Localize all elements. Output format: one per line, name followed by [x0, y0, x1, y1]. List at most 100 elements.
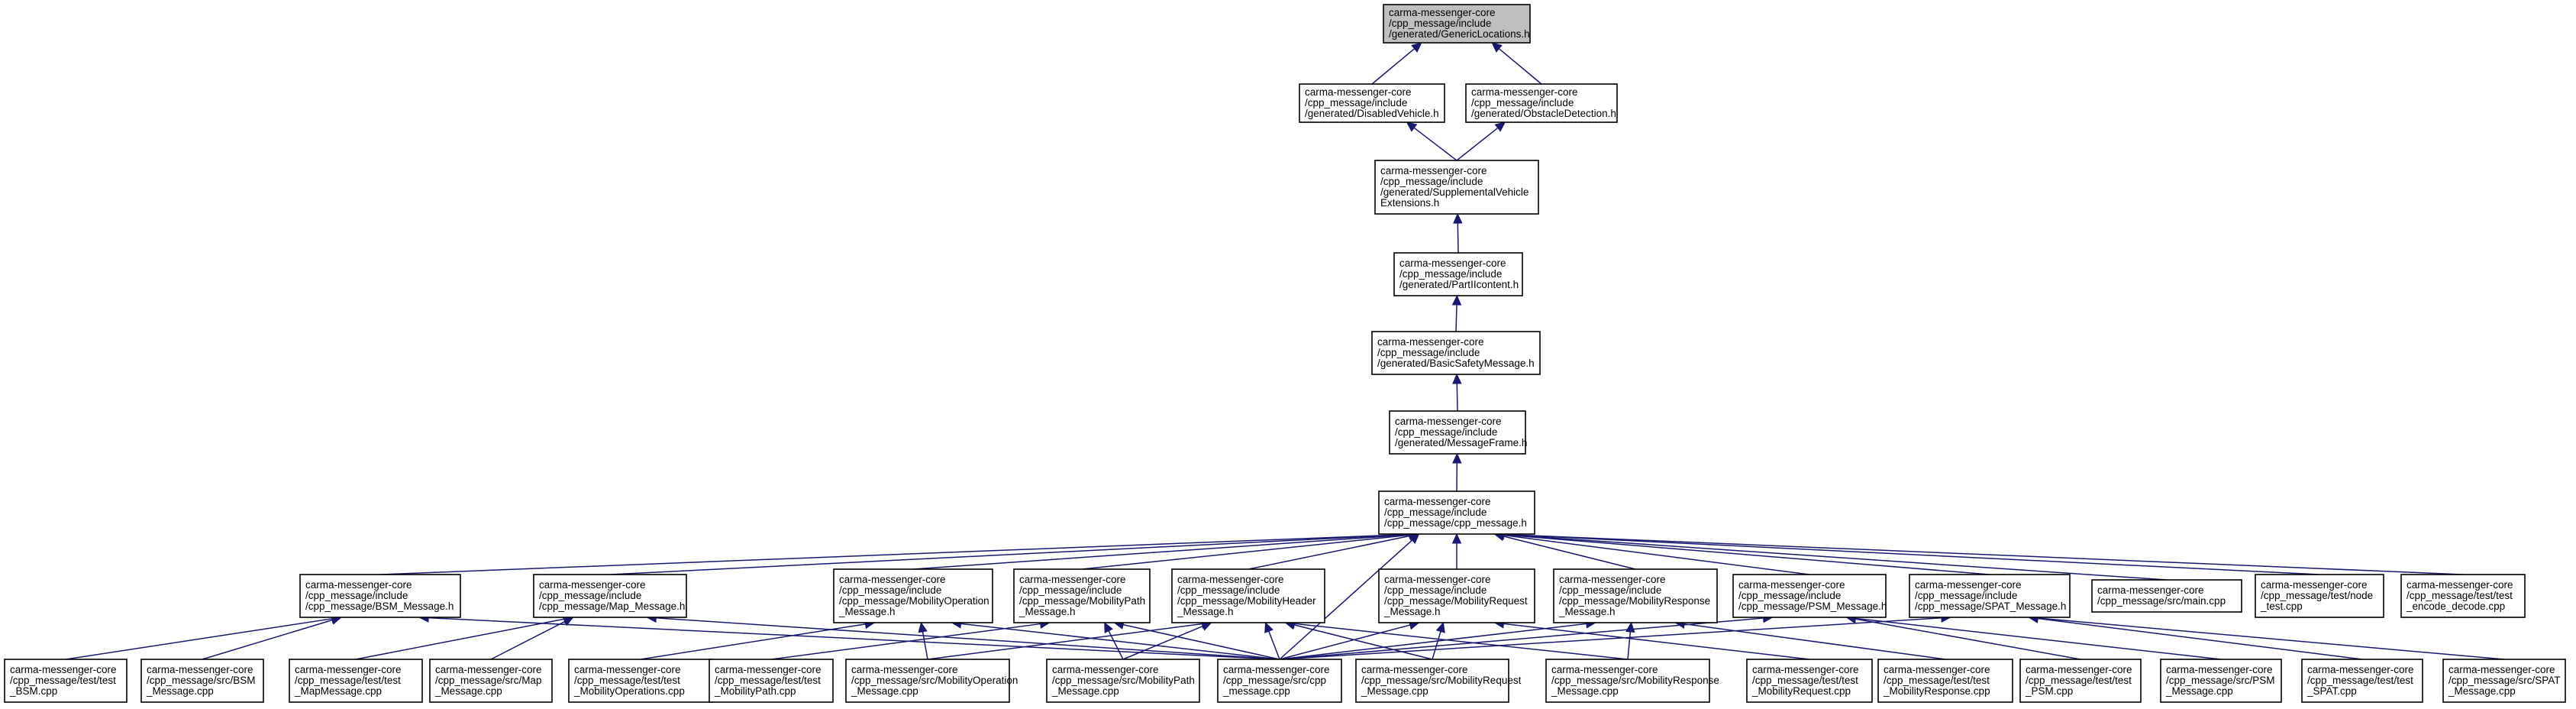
edge-line	[2037, 617, 2363, 660]
node-smop[interactable]: carma-messenger-core/cpp_message/src/Mob…	[845, 659, 1018, 703]
edge-line	[1855, 617, 2222, 660]
node-label-line: carma-messenger-core	[1551, 664, 1658, 675]
node-label-line: /cpp_message/test/test	[1752, 675, 1858, 686]
node-sve[interactable]: carma-messenger-core/cpp_message/include…	[1374, 160, 1539, 215]
edge-line	[1498, 48, 1542, 85]
edge-line	[1279, 617, 1942, 660]
node-dv[interactable]: carma-messenger-core/cpp_message/include…	[1299, 83, 1445, 123]
node-label-line: /cpp_message/cpp_message.h	[1384, 517, 1527, 529]
node-box	[2019, 659, 2142, 703]
node-mresh[interactable]: carma-messenger-core/cpp_message/include…	[1553, 568, 1718, 623]
node-label-line: /generated/BasicSafetyMessage.h	[1377, 358, 1535, 369]
edge-mreqh-to-cpp	[1451, 533, 1462, 569]
node-main[interactable]: carma-messenger-core/cpp_message/src/mai…	[2091, 579, 2242, 613]
node-label-line: /cpp_message/test/test	[574, 675, 680, 686]
node-label-line: _Message.cpp	[146, 685, 214, 697]
node-label-line: carma-messenger-core	[1384, 574, 1491, 585]
edge-line	[1457, 222, 1459, 254]
node-tspat[interactable]: carma-messenger-core/cpp_message/test/te…	[2301, 659, 2423, 703]
node-label-line: /cpp_message/MobilityResponse	[1559, 595, 1710, 607]
node-tpsm[interactable]: carma-messenger-core/cpp_message/test/te…	[2019, 659, 2142, 703]
node-node[interactable]: carma-messenger-core/cpp_message/test/no…	[2255, 574, 2384, 618]
node-label-line: /cpp_message/include	[1305, 97, 1407, 108]
node-tmres[interactable]: carma-messenger-core/cpp_message/test/te…	[1877, 659, 2013, 703]
node-mf[interactable]: carma-messenger-core/cpp_message/include…	[1389, 410, 1527, 455]
node-tmreq[interactable]: carma-messenger-core/cpp_message/test/te…	[1746, 659, 1873, 703]
node-box	[4, 659, 128, 703]
edge-layer	[65, 42, 2505, 660]
edge-line	[922, 631, 928, 660]
node-cpp[interactable]: carma-messenger-core/cpp_message/include…	[1378, 490, 1535, 535]
arrowhead	[1491, 42, 1503, 53]
node-label-line: /generated/SupplementalVehicle	[1380, 186, 1528, 198]
node-label-line: carma-messenger-core	[147, 664, 253, 675]
edge-line	[1503, 533, 2320, 575]
node-sbsm[interactable]: carma-messenger-core/cpp_message/src/BSM…	[140, 659, 264, 703]
node-sspat[interactable]: carma-messenger-core/cpp_message/src/SPA…	[2442, 659, 2566, 703]
edge-line	[960, 623, 1280, 660]
node-psmh[interactable]: carma-messenger-core/cpp_message/include…	[1732, 574, 1887, 618]
node-tmpath[interactable]: carma-messenger-core/cpp_message/test/te…	[709, 659, 834, 703]
node-od[interactable]: carma-messenger-core/cpp_message/include…	[1465, 83, 1618, 123]
node-tmops[interactable]: carma-messenger-core/cpp_message/test/te…	[568, 659, 713, 703]
node-label-line: _Message.cpp	[2448, 685, 2516, 697]
node-label-line: carma-messenger-core	[305, 579, 412, 591]
node-p2[interactable]: carma-messenger-core/cpp_message/include…	[1393, 252, 1523, 296]
node-box	[1355, 659, 1509, 703]
node-label-line: /cpp_message/src/MobilityResponse	[1551, 675, 1719, 686]
node-label-line: carma-messenger-core	[10, 664, 117, 675]
node-label-line: carma-messenger-core	[839, 574, 946, 585]
edge-line	[912, 534, 1410, 570]
node-spsm[interactable]: carma-messenger-core/cpp_message/src/PSM…	[2160, 659, 2282, 703]
edge-sbsm-to-bsmh	[202, 615, 342, 660]
node-scpp[interactable]: carma-messenger-core/cpp_message/src/cpp…	[1217, 659, 1342, 703]
node-label-line: /generated/ObstacleDetection.h	[1471, 108, 1616, 119]
node-mhh[interactable]: carma-messenger-core/cpp_message/include…	[1171, 568, 1325, 623]
node-label-line: /cpp_message/src/SPAT	[2448, 675, 2561, 686]
node-mreqh[interactable]: carma-messenger-core/cpp_message/include…	[1378, 568, 1535, 623]
node-box	[2255, 574, 2384, 618]
node-label-line: carma-messenger-core	[1752, 664, 1859, 675]
node-label-line: /cpp_message/include	[1738, 590, 1841, 601]
edge-tbsm-to-bsmh	[65, 613, 343, 660]
node-box	[845, 659, 1010, 703]
edge-smres-to-mresh	[1625, 621, 1635, 660]
edge-line	[1503, 533, 2464, 575]
edge-od-to-gl	[1491, 42, 1542, 85]
node-label-line: _Message.h	[1177, 606, 1234, 617]
node-label-line: /cpp_message/test/node	[2261, 590, 2373, 601]
node-smres[interactable]: carma-messenger-core/cpp_message/src/Mob…	[1545, 659, 1719, 703]
edge-smop-to-moph	[918, 621, 928, 660]
node-mpah[interactable]: carma-messenger-core/cpp_message/include…	[1013, 568, 1151, 623]
node-label-line: _Message.cpp	[1361, 685, 1428, 697]
edge-dv-to-gl	[1371, 42, 1422, 85]
node-box	[1371, 331, 1541, 375]
node-moph[interactable]: carma-messenger-core/cpp_message/include…	[833, 568, 993, 623]
node-box	[1383, 4, 1531, 44]
node-label-line: carma-messenger-core	[1399, 257, 1506, 269]
node-tbsm[interactable]: carma-messenger-core/cpp_message/test/te…	[4, 659, 128, 703]
edge-line	[1503, 534, 1810, 575]
node-gl[interactable]: carma-messenger-core/cpp_message/include…	[1383, 4, 1531, 44]
edge-tmreq-to-mreqh	[1493, 619, 1810, 660]
edge-line	[1279, 624, 1411, 660]
arrowhead	[1625, 621, 1635, 633]
node-box	[1378, 490, 1535, 535]
node-label-line: /cpp_message/test/test	[10, 675, 116, 686]
node-box	[2400, 574, 2526, 618]
node-smap[interactable]: carma-messenger-core/cpp_message/src/Map…	[429, 659, 553, 703]
node-box	[1046, 659, 1200, 703]
node-spath[interactable]: carma-messenger-core/cpp_message/include…	[1909, 574, 2071, 618]
node-tmap[interactable]: carma-messenger-core/cpp_message/test/te…	[289, 659, 423, 703]
node-smreq[interactable]: carma-messenger-core/cpp_message/src/Mob…	[1355, 659, 1522, 703]
node-label-line: /cpp_message/MobilityPath	[1019, 595, 1145, 607]
node-label-line: /cpp_message/include	[1019, 584, 1122, 596]
node-enc[interactable]: carma-messenger-core/cpp_message/test/te…	[2400, 574, 2526, 618]
node-smpath[interactable]: carma-messenger-core/cpp_message/src/Mob…	[1046, 659, 1200, 703]
node-bsm[interactable]: carma-messenger-core/cpp_message/include…	[1371, 331, 1541, 375]
node-label-line: carma-messenger-core	[2026, 664, 2132, 675]
node-label-line: carma-messenger-core	[1223, 664, 1330, 675]
node-bsmh[interactable]: carma-messenger-core/cpp_message/include…	[299, 574, 461, 618]
node-maph[interactable]: carma-messenger-core/cpp_message/include…	[533, 574, 687, 618]
